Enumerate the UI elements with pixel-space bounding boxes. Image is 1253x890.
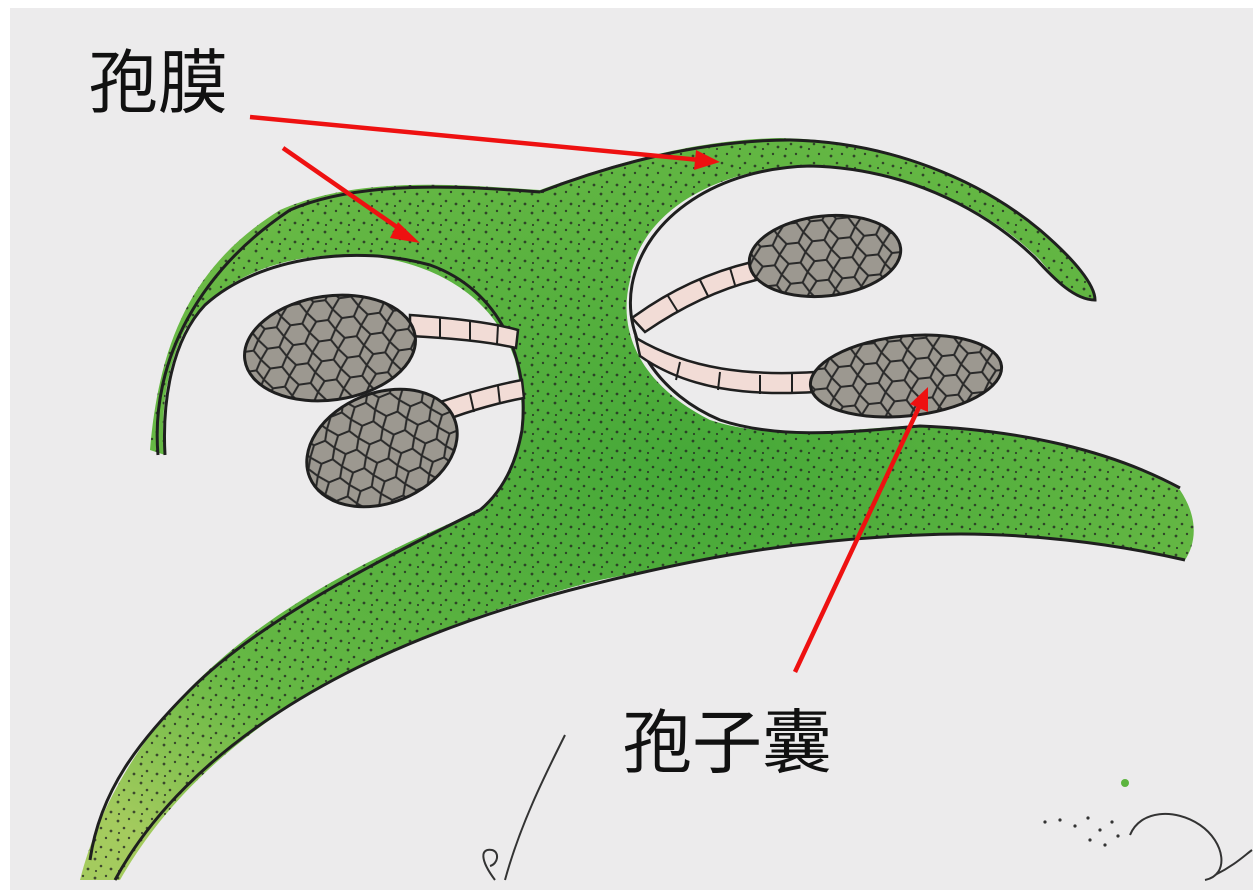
background-doodles bbox=[483, 735, 1252, 880]
stalk-right-upper bbox=[632, 262, 756, 332]
label-indusium: 孢膜 bbox=[88, 48, 228, 118]
stalk-right-lower bbox=[636, 338, 815, 393]
doodle-dots bbox=[1043, 816, 1119, 846]
doodle-stroke-left bbox=[505, 735, 565, 880]
label-sporangium: 孢子囊 bbox=[622, 708, 832, 778]
doodle-curl-right bbox=[1130, 814, 1252, 880]
doodle-green-dot bbox=[1121, 779, 1129, 787]
doodle-curl-left bbox=[483, 850, 497, 880]
sporangium-right-lower bbox=[806, 326, 1005, 426]
sporangium-right-upper bbox=[745, 208, 905, 303]
